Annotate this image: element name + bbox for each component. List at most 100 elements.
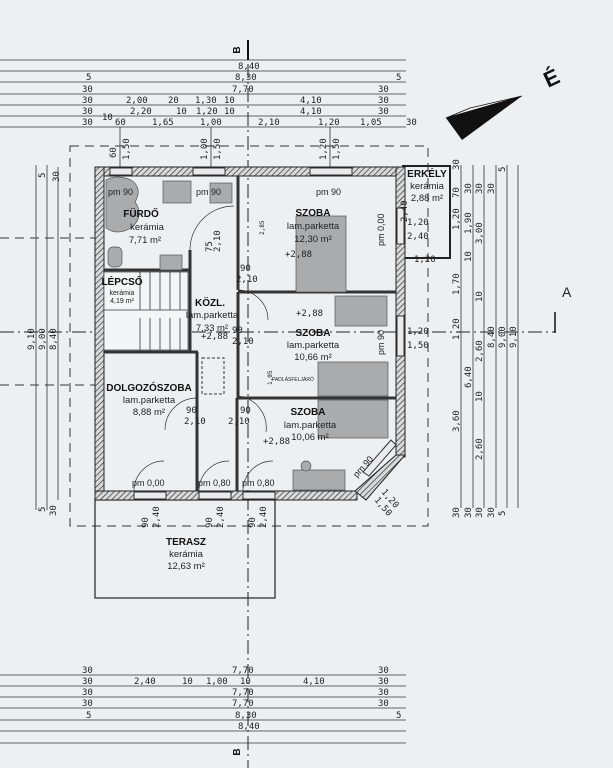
room-area: 10,06 m²: [291, 432, 329, 443]
sill-height: pm 90: [108, 187, 133, 197]
dim-label: 30: [475, 507, 485, 518]
furniture: [105, 176, 389, 491]
sink-icon: [162, 180, 192, 204]
chair-icon: [300, 460, 312, 472]
dim-label: 30: [82, 688, 93, 698]
dim-label: 30: [378, 107, 389, 117]
room-name: LÉPCSŐ: [101, 275, 142, 288]
dim-label: 10: [224, 96, 235, 106]
sill-height: pm 90: [376, 330, 386, 355]
section-mark-a: A: [562, 284, 572, 300]
dim-label: 1,05: [360, 118, 382, 128]
dim-label: 1,00: [200, 118, 222, 128]
room-area: 7,71 m²: [129, 235, 161, 246]
room-name: FÜRDŐ: [123, 207, 159, 220]
dim-label: 30: [82, 118, 93, 128]
room-area: 10,66 m²: [294, 352, 332, 363]
dim-label: 8,30: [235, 73, 257, 83]
dim-label: 5: [86, 711, 91, 721]
section-line-b: B B: [232, 40, 249, 768]
level-mark: +2,88: [296, 309, 323, 319]
window-width: 1,20: [407, 327, 429, 337]
dim-label: 60: [115, 118, 126, 128]
room-name: ERKÉLY: [407, 167, 447, 180]
dim-label: 5: [396, 73, 401, 83]
door-width: 90: [205, 517, 215, 528]
room-area: 4,19 m²: [110, 298, 134, 305]
staircase: [103, 271, 189, 351]
cabinet-icon: [159, 254, 183, 271]
bottom-dimension-chain: 30 7,70 30 30 2,40 10 1,00 10 4,10 30 30…: [0, 666, 406, 744]
room-area: 8,88 m²: [133, 407, 165, 418]
dim-label: 8,40: [238, 722, 260, 732]
dim-label: 20: [168, 96, 179, 106]
room-area: 12,63 m²: [167, 561, 205, 572]
door-height: 2,10: [213, 230, 223, 252]
dim-label: 30: [487, 183, 497, 194]
dim-label: 1,00: [206, 677, 228, 687]
desk-icon: [292, 469, 346, 491]
dim-label: 2,10: [258, 118, 280, 128]
dim-label: 10: [475, 391, 485, 402]
room-area: 12,30 m²: [294, 234, 332, 245]
dim-label: 30: [378, 688, 389, 698]
dim-label: 30: [464, 507, 474, 518]
dim-label: 4,10: [300, 107, 322, 117]
windows: [109, 167, 405, 500]
dim-label: 5: [498, 511, 508, 516]
dim-label: 8,40: [49, 328, 59, 350]
dim-label: 30: [82, 699, 93, 709]
door-width: 90: [240, 406, 251, 416]
dim-label: 10: [102, 113, 113, 123]
dim-label: 5: [38, 173, 48, 178]
dim-label: 9,00: [38, 328, 48, 350]
dim-label: 8,30: [235, 711, 257, 721]
section-line-a: A: [0, 284, 572, 333]
dim-label: 30: [378, 699, 389, 709]
door-width: 90: [232, 326, 243, 336]
erkely-dim: 1,20: [414, 255, 436, 265]
dim-label: 9,10: [27, 328, 37, 350]
dim-label: 30: [452, 507, 462, 518]
room-floor: kerámia: [110, 290, 135, 297]
room-name: SZOBA: [296, 328, 331, 339]
dim-label: 30: [378, 85, 389, 95]
top-dimension-chain: 8,40 5 8,30 5 30 7,70 30 30 2,00 20 1,30…: [0, 59, 417, 128]
sill-height: pm 0,80: [198, 478, 231, 488]
sill-height: pm 0,80: [242, 478, 275, 488]
room-szoba-2: SZOBA lam.parketta 10,66 m²: [287, 328, 340, 363]
bed-icon: [317, 399, 389, 439]
dim-label: 30: [464, 183, 474, 194]
dim-label: 2,60: [475, 438, 485, 460]
dim-label: 30: [49, 505, 59, 516]
dim-label: 70: [452, 187, 462, 198]
dim-label: 30: [82, 677, 93, 687]
dim-label: 10: [464, 251, 474, 262]
dim-label: 7,70: [232, 699, 254, 709]
dim-label: 8,40: [487, 326, 497, 348]
dim-label: 2,60: [475, 340, 485, 362]
north-arrow-icon: É: [445, 64, 563, 140]
dim-label: 2,40: [134, 677, 156, 687]
erkely-dim: 2,40: [407, 232, 429, 242]
door-width: 90: [248, 517, 258, 528]
dim-label: 30: [406, 118, 417, 128]
dim-label: 9,00: [498, 326, 508, 348]
dim-label: 4,10: [303, 677, 325, 687]
room-floor: kerámia: [169, 549, 204, 560]
dim-label: 1,65: [152, 118, 174, 128]
dim-label: 1,20: [452, 318, 462, 340]
dim-label: 2,00: [126, 96, 148, 106]
erkely-dim: 2,40: [400, 200, 410, 222]
bathtub-icon: [105, 176, 140, 233]
dim-label: 30: [378, 666, 389, 676]
dim-label: 10: [240, 677, 251, 687]
level-mark: +2,88: [285, 250, 312, 260]
bed-icon: [317, 361, 389, 397]
dim-label: 30: [378, 96, 389, 106]
room-name: KÖZL.: [195, 296, 225, 309]
room-szoba-1: SZOBA lam.parketta 12,30 m²: [287, 208, 340, 245]
dim-label: 7,70: [232, 666, 254, 676]
dim-label: 30: [82, 107, 93, 117]
dim-label: 30: [82, 85, 93, 95]
